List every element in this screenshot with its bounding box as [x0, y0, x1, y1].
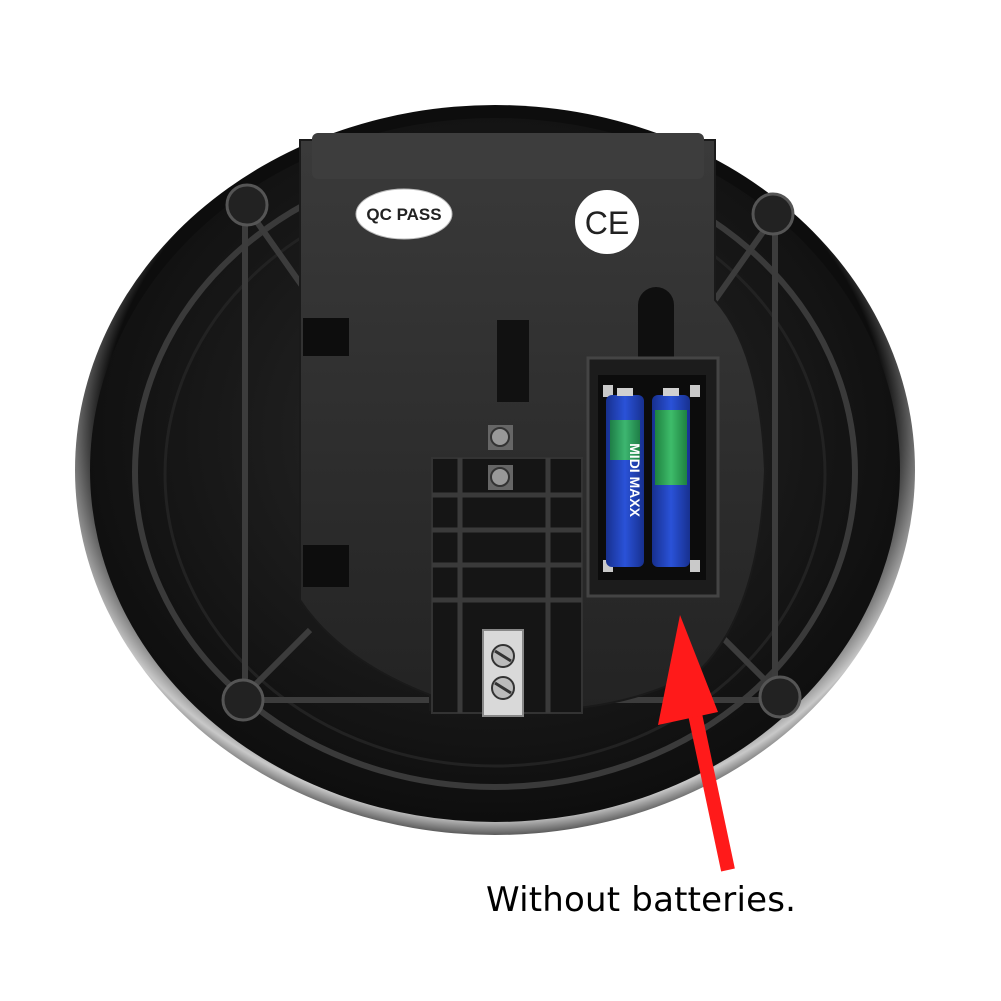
slot-left-upper: [303, 318, 349, 356]
screw-icon: [488, 425, 513, 490]
terminal-block: [482, 629, 524, 717]
caption-text: Without batteries.: [486, 880, 797, 920]
hanging-keyhole: [638, 287, 674, 360]
slot-left-lower: [303, 545, 349, 587]
qc-pass-sticker: QC PASS: [355, 188, 453, 240]
qc-pass-text: QC PASS: [366, 205, 441, 224]
battery-brand-left: MIDI MAXX: [627, 443, 643, 518]
panel-top-strip: [312, 133, 704, 179]
foot-top-right: [751, 192, 795, 236]
slot-center: [497, 320, 529, 402]
foot-bottom-right: [758, 675, 802, 719]
foot-bottom-left: [221, 678, 265, 722]
foot-top-left: [225, 183, 269, 227]
ce-mark-text: CE: [585, 205, 629, 241]
arrow-up-icon: [658, 615, 735, 872]
battery-right: [652, 388, 690, 567]
ce-mark-sticker: CE: [575, 190, 639, 254]
rubber-feet: [221, 183, 802, 722]
battery-left: MIDI MAXX: [606, 388, 644, 567]
